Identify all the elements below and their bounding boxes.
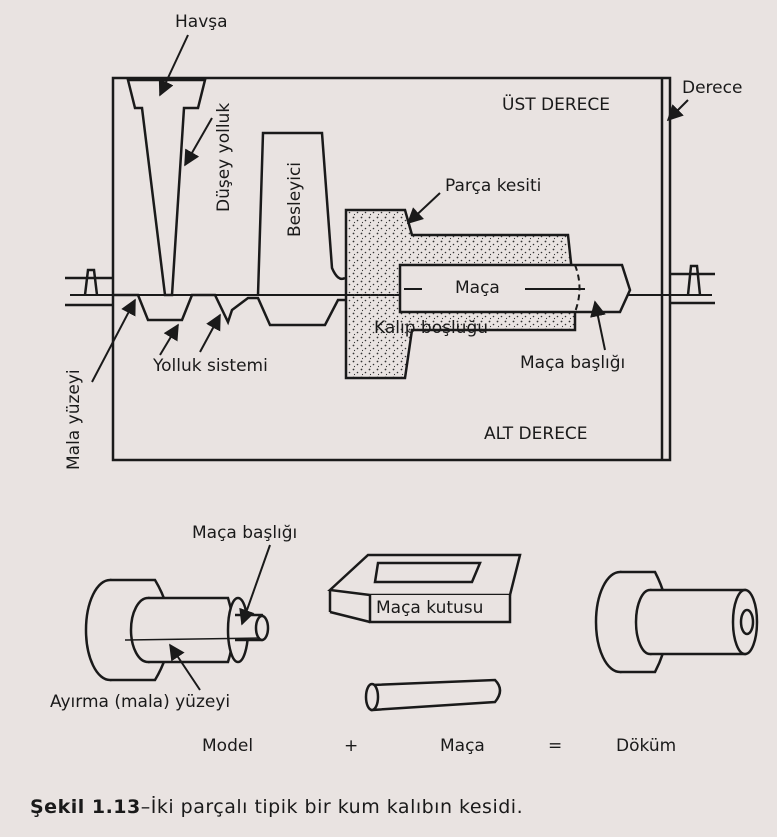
havsa-leader <box>158 34 189 97</box>
maca-basligi-leader <box>590 300 606 351</box>
pouring-cup <box>126 78 207 297</box>
flask-outline <box>111 76 672 462</box>
caption-text: –İki parçalı tipik bir kum kalıbın kesid… <box>140 796 524 818</box>
model-maca-leader <box>239 544 271 626</box>
label-model: Model <box>202 736 254 756</box>
label-alt-derece: ALT DERECE <box>484 424 588 444</box>
caption-prefix: Şekil 1.13 <box>30 796 141 818</box>
right-pin <box>670 264 715 305</box>
label-derece: Derece <box>682 78 743 98</box>
label-parca-kesiti: Parça kesiti <box>445 176 542 196</box>
riser <box>256 131 346 296</box>
ayirma-leader <box>169 643 201 691</box>
label-maca-basligi: Maça başlığı <box>520 353 626 373</box>
label-model-maca-basligi: Maça başlığı <box>192 523 298 543</box>
label-mala-yuzeyi: Mala yüzeyi <box>64 369 84 470</box>
parca-leader <box>406 192 441 225</box>
figure-caption: Şekil 1.13–İki parçalı tipik bir kum kal… <box>30 796 523 818</box>
label-plus: + <box>344 736 359 756</box>
core <box>398 263 632 314</box>
label-maca-kutusu: Maça kutusu <box>376 598 484 618</box>
yolluk-leader-1 <box>159 323 179 356</box>
label-havsa: Havşa <box>175 12 228 32</box>
mala-leader <box>91 298 136 383</box>
label-maca: Maça <box>455 278 500 298</box>
casting-drawing <box>594 570 759 674</box>
dusey-leader <box>184 117 213 167</box>
core-box-drawing <box>327 553 522 624</box>
runner-system <box>113 293 346 327</box>
label-kalip-boslugu: Kalıp boşluğu <box>374 318 489 338</box>
label-yolluk-sistemi: Yolluk sistemi <box>153 356 268 376</box>
label-ust-derece: ÜST DERECE <box>502 95 611 115</box>
label-dusey-yolluk: Düşey yolluk <box>214 102 234 212</box>
left-pin <box>65 268 113 307</box>
label-maca-result: Maça <box>440 736 485 756</box>
derece-leader <box>666 99 689 122</box>
model-drawing <box>84 578 270 682</box>
label-equals: = <box>548 736 563 756</box>
label-besleyici: Besleyici <box>285 161 305 237</box>
label-ayirma-yuzeyi: Ayırma (mala) yüzeyi <box>50 692 231 712</box>
yolluk-leader-2 <box>199 313 221 353</box>
label-dokum: Döküm <box>616 736 677 756</box>
core-rod-drawing <box>364 678 502 712</box>
